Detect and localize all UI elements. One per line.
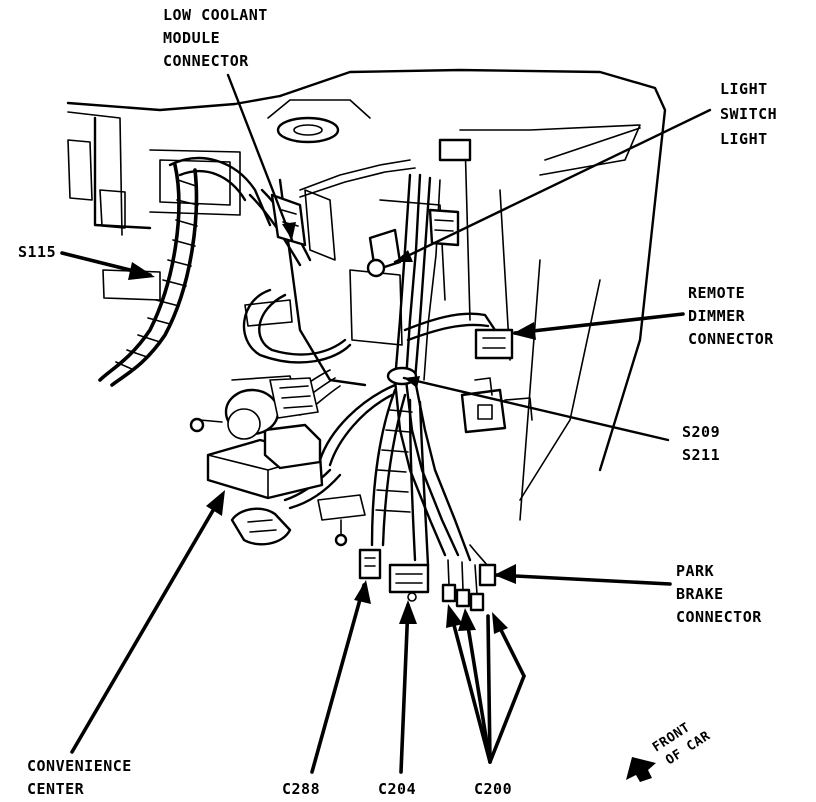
park-brake-label-line3: CONNECTOR: [676, 608, 762, 626]
c204-label: C204: [378, 780, 416, 798]
low-coolant-label-line1: LOW COOLANT: [163, 6, 268, 24]
c200-label: C200: [474, 780, 512, 798]
s211-label: S211: [682, 446, 720, 464]
leader-lines: [60, 73, 712, 782]
remote-dimmer-label-line3: CONNECTOR: [688, 330, 774, 348]
park-brake-label-line1: PARK: [676, 562, 714, 580]
light-switch-label-line1: LIGHT: [720, 80, 768, 98]
s209-label: S209: [682, 423, 720, 441]
wiring-harness: [98, 157, 497, 567]
light-switch-label-line3: LIGHT: [720, 130, 768, 148]
s115-label: S115: [18, 243, 56, 261]
dashboard-outline: [66, 68, 667, 521]
components: [189, 138, 533, 612]
light-switch-label-line2: SWITCH: [720, 105, 777, 123]
remote-dimmer-label-line1: REMOTE: [688, 284, 745, 302]
convenience-center-label-line1: CONVENIENCE: [27, 757, 132, 775]
low-coolant-label-line3: CONNECTOR: [163, 52, 249, 70]
c288-label: C288: [282, 780, 320, 798]
low-coolant-label-line2: MODULE: [163, 29, 220, 47]
convenience-center-label-line2: CENTER: [27, 780, 85, 798]
remote-dimmer-label-line2: DIMMER: [688, 307, 746, 325]
park-brake-label-line2: BRAKE: [676, 585, 724, 603]
